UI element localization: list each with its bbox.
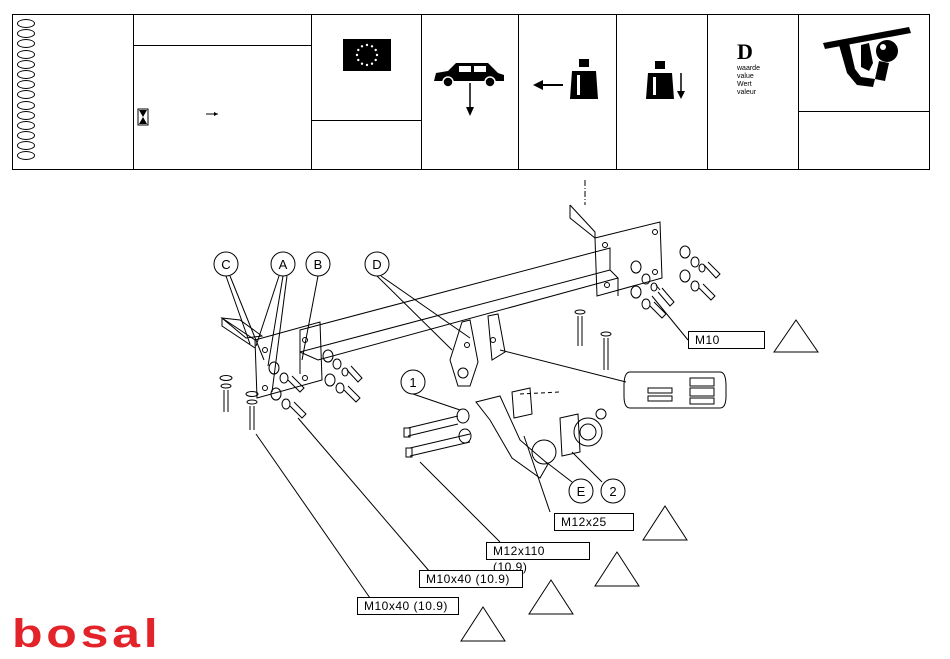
callout-d: D bbox=[372, 257, 381, 272]
label-m12x110: M12x110 (10.9) bbox=[486, 542, 590, 560]
label-m10x40-b: M10x40 (10.9) bbox=[357, 597, 459, 615]
callout-c: C bbox=[221, 257, 230, 272]
bosal-logo: bosal bbox=[12, 616, 161, 652]
label-m12x25: M12x25 bbox=[554, 513, 634, 531]
label-m10x40-a: M10x40 (10.9) bbox=[419, 570, 523, 588]
label-m10: M10 bbox=[688, 331, 765, 349]
callout-b: B bbox=[314, 257, 323, 272]
callout-e: E bbox=[577, 484, 586, 499]
callout-2: 2 bbox=[609, 484, 616, 499]
callout-1: 1 bbox=[409, 375, 416, 390]
callout-a: A bbox=[279, 257, 288, 272]
